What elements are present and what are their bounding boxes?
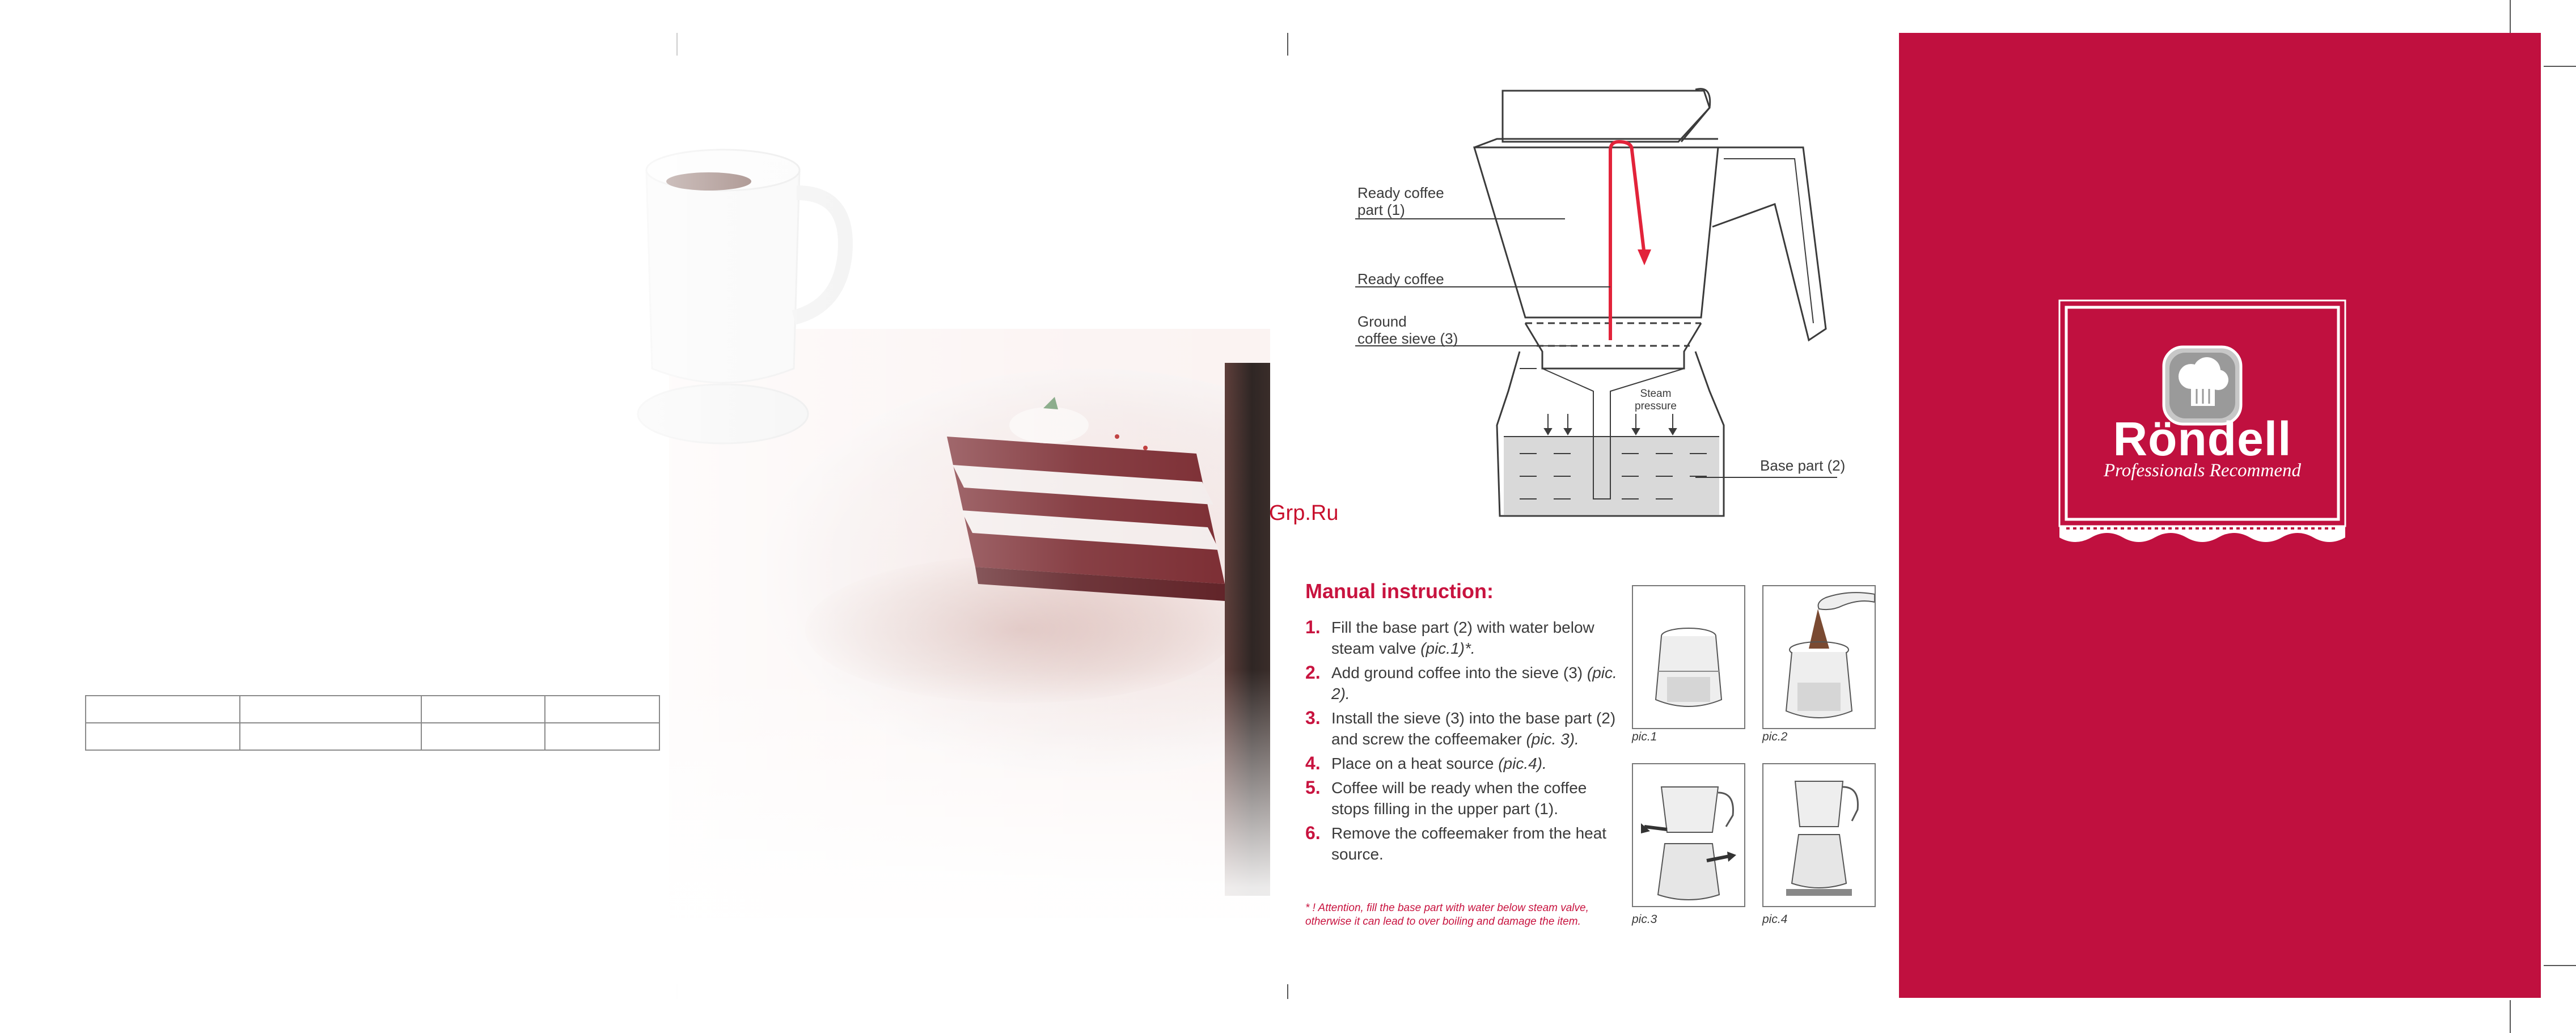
- table-row: [85, 695, 660, 723]
- label-ready-coffee: Ready coffee: [1357, 270, 1444, 287]
- pic-1-illustration: [1632, 585, 1745, 729]
- instruction-step: 1. Fill the base part (2) with water bel…: [1305, 617, 1623, 659]
- instruction-step: 3. Install the sieve (3) into the base p…: [1305, 708, 1623, 750]
- pic-4-illustration: [1762, 763, 1876, 907]
- instruction-step: 5. Coffee will be ready when the coffee …: [1305, 777, 1623, 819]
- coffee-cake-photo: [0, 0, 1270, 1033]
- label-ready-coffee-part: Ready coffee part (1): [1357, 184, 1444, 218]
- note-line: * ! Attention, fill the base part with w…: [1305, 902, 1589, 914]
- logo-frame-icon: [2058, 299, 2346, 542]
- table-row: [85, 722, 660, 751]
- step-text: Coffee will be ready when the coffee sto…: [1331, 779, 1587, 818]
- note-line: otherwise it can lead to over boiling an…: [1305, 916, 1581, 928]
- label-line: Ground: [1357, 313, 1407, 330]
- pic-2-caption: pic.2: [1762, 730, 1788, 743]
- pic-3-illustration: [1632, 763, 1745, 907]
- chef-hat-icon: [2162, 345, 2243, 426]
- step-number: 4.: [1305, 753, 1321, 773]
- table-cell: [85, 695, 240, 723]
- step-text: Place on a heat source: [1331, 755, 1494, 772]
- instruction-steps: 1. Fill the base part (2) with water bel…: [1305, 617, 1623, 868]
- table-cell: [421, 695, 545, 723]
- rondell-logo: Röndell Professionals Recommend: [2058, 299, 2346, 543]
- empty-table: [85, 695, 660, 751]
- table-cell: [239, 695, 422, 723]
- brand-tagline: Professionals Recommend: [2104, 460, 2301, 481]
- brand-name: Röndell: [2113, 412, 2292, 465]
- step-number: 2.: [1305, 662, 1321, 683]
- table-cell: [239, 722, 422, 751]
- label-line: coffee sieve (3): [1357, 330, 1458, 347]
- step-pic-ref: (pic.1)*.: [1420, 640, 1475, 657]
- label-line: Steam: [1640, 388, 1672, 400]
- coffeemaker-diagram: [1355, 88, 1837, 517]
- step-number: 6.: [1305, 823, 1321, 843]
- attention-note: * ! Attention, fill the base part with w…: [1305, 901, 1623, 929]
- instruction-step: 4. Place on a heat source (pic.4).: [1305, 753, 1623, 774]
- instruction-step: 2. Add ground coffee into the sieve (3) …: [1305, 662, 1623, 704]
- instructions-title: Manual instruction:: [1305, 579, 1494, 603]
- crop-mark: [2544, 965, 2576, 966]
- pic-4-caption: pic.4: [1762, 913, 1788, 926]
- crop-mark: [2510, 1000, 2511, 1033]
- screw-coffeemaker-icon: [1641, 786, 1736, 900]
- step-number: 1.: [1305, 617, 1321, 637]
- label-line: part (1): [1357, 201, 1405, 218]
- crop-mark: [2510, 0, 2511, 33]
- pic-2-illustration: [1762, 585, 1876, 729]
- step-text: Remove the coffeemaker from the heat sou…: [1331, 824, 1607, 863]
- label-base-part: Base part (2): [1760, 457, 1846, 474]
- crop-mark: [2544, 66, 2576, 67]
- label-steam-pressure: Steam pressure: [1622, 388, 1690, 413]
- crop-mark: [1287, 33, 1288, 56]
- step-number: 3.: [1305, 708, 1321, 728]
- spoon-coffee-icon: [1785, 592, 1875, 718]
- table-cell: [544, 695, 660, 723]
- step-pic-ref: (pic.4).: [1498, 755, 1547, 772]
- step-number: 5.: [1305, 777, 1321, 798]
- label-line: pressure: [1635, 400, 1677, 412]
- pic-1-caption: pic.1: [1632, 730, 1657, 743]
- step-pic-ref: (pic. 3).: [1526, 730, 1579, 748]
- watermark: Grp.Ru: [1269, 501, 1339, 525]
- step-text: Install the sieve (3) into the base part…: [1331, 709, 1616, 748]
- label-coffee-sieve: Ground coffee sieve (3): [1357, 313, 1458, 347]
- base-part-icon: [1655, 628, 1723, 707]
- step-text: Fill the base part (2) with water below …: [1331, 619, 1594, 657]
- crop-mark: [1287, 984, 1288, 999]
- pic-3-caption: pic.3: [1632, 913, 1657, 926]
- instruction-step: 6. Remove the coffeemaker from the heat …: [1305, 823, 1623, 865]
- back-cover: [1899, 33, 2541, 998]
- heat-source-icon: [1786, 781, 1859, 896]
- step-text: Add ground coffee into the sieve (3): [1331, 664, 1583, 681]
- table-cell: [544, 722, 660, 751]
- table-cell: [421, 722, 545, 751]
- label-line: Ready coffee: [1357, 184, 1444, 201]
- table-cell: [85, 722, 240, 751]
- step-pic-ref: (pic. 2).: [1331, 664, 1617, 702]
